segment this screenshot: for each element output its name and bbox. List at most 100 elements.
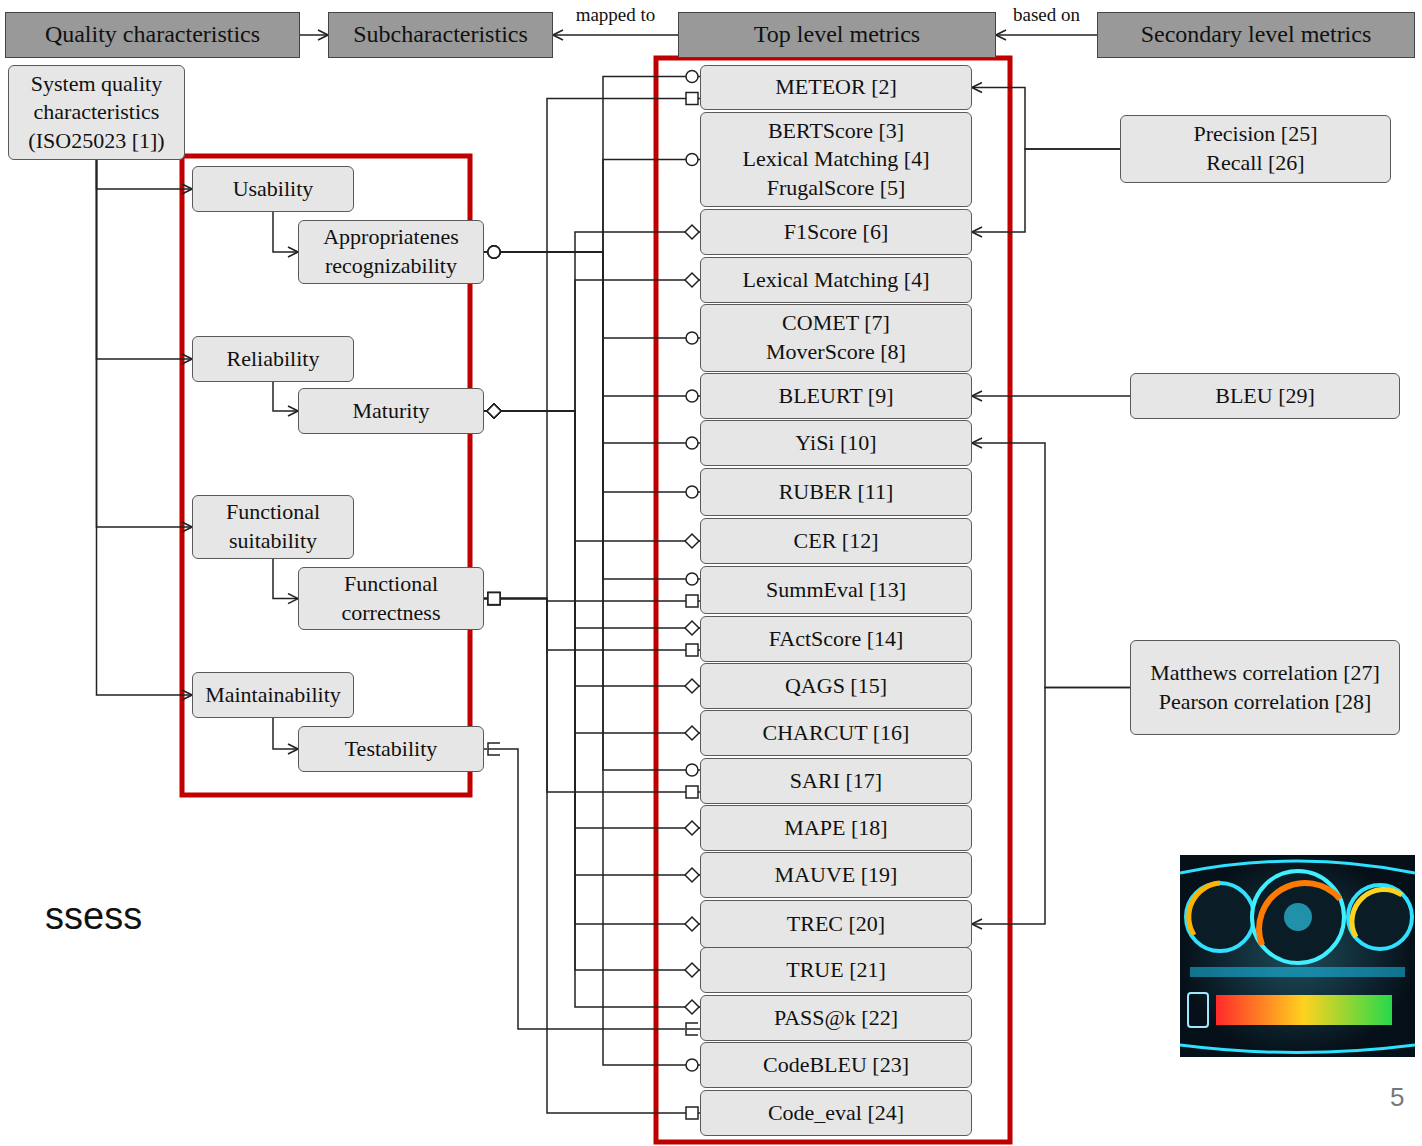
metric-box: SARI [17] [700,758,972,804]
end-symbol [487,404,501,418]
node-text: MAPE [18] [708,814,964,843]
end-symbol [685,679,699,693]
end-symbol [488,593,500,605]
node-text: Pearson correlation [28] [1138,688,1392,717]
metric-box: Lexical Matching [4] [700,257,972,303]
metric-box: Appropriatenes recognizability [298,220,484,284]
end-symbol [685,917,699,931]
connector [484,411,700,628]
end-symbols [487,71,699,1120]
end-symbol [685,225,699,239]
metric-box: BERTScore [3]Lexical Matching [4]FrugalS… [700,112,972,207]
metric-box: FActScore [14] [700,616,972,662]
node-text: Functional suitability [200,498,346,555]
node-text: Maintainability [200,681,346,710]
connector [484,411,700,875]
node-text: TREC [20] [708,910,964,939]
connector [484,252,700,770]
metric-box: Testability [298,726,484,772]
node-text: Recall [26] [1128,149,1383,178]
connector [996,34,1097,36]
metric-box: Maturity [298,388,484,434]
end-symbol [685,963,699,977]
end-symbol [487,404,501,418]
metric-box: Functional suitability [192,495,354,559]
end-symbol [487,404,501,418]
metric-box: System quality characteristics (ISO25023… [8,65,185,160]
node-text: CER [12] [708,527,964,556]
connector [484,99,700,599]
connector [484,160,700,253]
node-text: Usability [200,175,346,204]
metric-box: BLEU [29] [1130,373,1400,419]
level-bar [1216,995,1392,1025]
node-text: SARI [17] [708,767,964,796]
node-text: MAUVE [19] [708,861,964,890]
header-box: Quality characteristics [5,12,300,58]
node-text: Top level metrics [686,19,988,50]
dashboard-panel [1180,855,1415,1057]
node-text: Code_eval [24] [708,1099,964,1128]
connector [484,411,700,970]
end-symbol [488,246,500,258]
connector [484,411,700,541]
metric-box: TRUE [21] [700,947,972,993]
connector [484,599,700,792]
connector [484,411,700,686]
node-text: BLEU [29] [1138,382,1392,411]
connector [972,88,1120,150]
end-symbol [686,390,698,402]
end-symbol [488,593,500,605]
end-symbol [488,593,500,605]
connector [273,382,298,411]
end-symbol [686,71,698,83]
node-text: F1Score [6] [708,218,964,247]
node-text: METEOR [2] [708,73,964,102]
end-symbol [488,246,500,258]
connector [484,252,700,492]
node-text: FActScore [14] [708,625,964,654]
metric-box: CHARCUT [16] [700,710,972,756]
metric-box: Functional correctness [298,567,484,630]
metric-box: Reliability [192,336,354,382]
end-symbol [488,593,500,605]
end-symbol [685,821,699,835]
end-symbol [685,273,699,287]
node-text: Subcharacteristics [336,19,545,50]
end-symbol [686,573,698,585]
dashboard-illustration [1180,855,1415,1057]
node-text: TRUE [21] [708,956,964,985]
connector [273,559,298,599]
connector [97,160,193,695]
slide-text: ssess [45,896,142,938]
gauge-arc [1352,889,1402,937]
metric-box: CER [12] [700,518,972,564]
end-symbol [487,404,501,418]
node-text: CodeBLEU [23] [708,1051,964,1080]
metric-box: CodeBLEU [23] [700,1042,972,1088]
connector [484,252,700,338]
metric-box: SummEval [13] [700,566,972,614]
node-text: Testability [306,735,476,764]
node-text: Reliability [200,345,346,374]
scale-bar [1190,967,1405,977]
end-symbol [685,1000,699,1014]
end-symbol [487,404,501,418]
header-box: Subcharacteristics [328,12,553,58]
end-symbol [487,404,501,418]
connector [97,160,193,189]
metric-box: Matthews correlation [27]Pearson correla… [1130,640,1400,735]
header-box: Top level metrics [678,12,996,58]
end-symbol [686,486,698,498]
node-text: System quality characteristics (ISO25023… [16,70,177,156]
connector [972,443,1130,688]
node-text: PASS@k [22] [708,1004,964,1033]
fuel-icon [1188,993,1208,1027]
node-text: YiSi [10] [708,429,964,458]
node-text: Quality characteristics [13,19,292,50]
node-text: Lexical Matching [4] [708,145,964,174]
end-symbol [686,786,698,798]
gauge [1252,871,1344,963]
connector [484,411,700,1007]
node-text: Matthews correlation [27] [1138,659,1392,688]
